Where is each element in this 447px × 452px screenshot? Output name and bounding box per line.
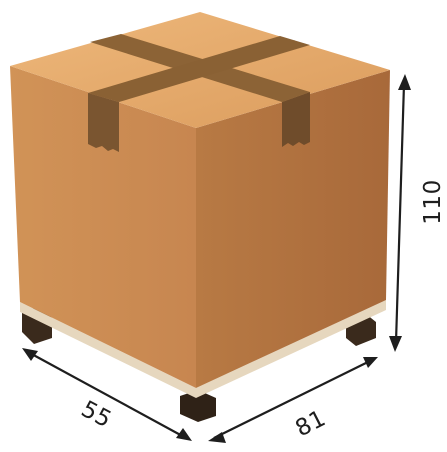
height-dimension-arrow (389, 74, 411, 352)
depth-dimension-label: 81 (291, 405, 330, 442)
tape-strip-side (282, 92, 310, 147)
depth-dimension-arrow (208, 357, 378, 443)
box-front-face (10, 66, 196, 388)
box-side-face (196, 70, 390, 388)
width-dimension-label: 55 (77, 396, 116, 433)
height-dimension-label: 110 (420, 179, 446, 224)
pallet-leg-front (180, 390, 216, 422)
tape-strip-top-b (88, 36, 310, 102)
width-dimension-arrow (22, 348, 192, 441)
tape-strip-front (88, 93, 119, 152)
